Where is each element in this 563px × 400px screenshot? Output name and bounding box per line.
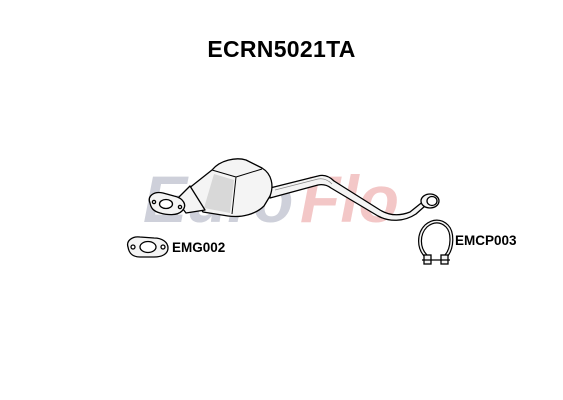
converter-shade <box>204 174 234 213</box>
catalytic-converter-pipe <box>148 158 440 221</box>
pipe-end-opening <box>426 195 438 207</box>
clamp-icon <box>418 219 454 265</box>
inlet-bolt-hole <box>151 199 157 205</box>
converter-seam <box>211 168 263 215</box>
gasket-icon <box>126 236 169 258</box>
inlet-flange-hole <box>158 198 174 210</box>
inlet-bolt-hole <box>177 204 183 210</box>
part-number-title: ECRN5021TA <box>207 36 356 62</box>
gasket-part-label: EMG002 <box>172 240 226 255</box>
pipe-highlight <box>274 178 333 191</box>
clamp-part-label: EMCP003 <box>455 233 517 248</box>
